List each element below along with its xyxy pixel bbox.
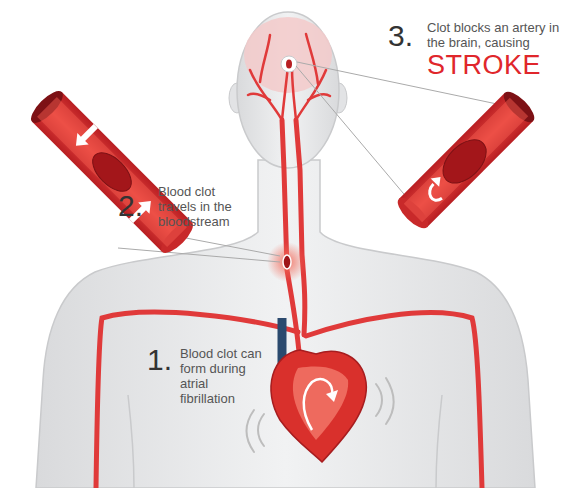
- artery-branch: [248, 94, 270, 100]
- callout-number: 3.: [388, 20, 428, 52]
- motion-arrow: [70, 120, 101, 151]
- blood-clot: [286, 60, 292, 69]
- vessel-closeup: [393, 87, 539, 233]
- vibration-arc: [247, 410, 255, 452]
- heartbeat-arcs: [247, 378, 394, 452]
- blood-clot: [283, 255, 291, 269]
- vessel-lumen: [404, 98, 528, 222]
- heart: [271, 318, 366, 462]
- stroke-heading: STROKE: [427, 50, 557, 80]
- vessel-wall: [399, 93, 533, 227]
- callout-text: Blood clot can form during atrial fibril…: [180, 346, 264, 406]
- blocked-flow-arrow: [426, 184, 445, 203]
- artery-branch: [260, 35, 270, 82]
- vibration-arc: [258, 414, 264, 446]
- artery-branch: [292, 68, 296, 120]
- arteries: [96, 34, 482, 488]
- human-body: [36, 12, 535, 488]
- vessel-closeup: [26, 86, 197, 257]
- heart-shape: [271, 350, 366, 462]
- left-arm-artery: [96, 312, 298, 488]
- blocked-flow-arrowhead: [431, 173, 445, 187]
- leader-line: [296, 66, 414, 206]
- flow-arrow: [304, 379, 332, 430]
- leader-line: [186, 238, 280, 256]
- artery-branch: [308, 94, 330, 100]
- neck-clot: [267, 242, 307, 282]
- clot-glow: [267, 242, 307, 282]
- vibration-arc: [376, 384, 382, 416]
- flow-arrowhead: [326, 390, 338, 402]
- artery-branch: [282, 66, 288, 120]
- leader-line: [118, 248, 280, 262]
- heart-chamber: [293, 367, 348, 441]
- callout-number: 1.: [147, 344, 179, 376]
- head: [237, 12, 339, 168]
- arm-crease: [436, 395, 442, 488]
- callout-text: Clot blocks an artery in the brain, caus…: [427, 20, 563, 50]
- right-arm-artery: [306, 313, 482, 488]
- brain-arteries: [248, 34, 330, 120]
- clot-marker: [281, 56, 297, 72]
- arm-crease: [128, 395, 134, 488]
- callout-text: Blood clot travels in the bloodstream: [158, 184, 250, 229]
- brain-clot: [281, 56, 297, 72]
- callout-number: 2.: [118, 190, 158, 222]
- vibration-arc: [386, 378, 394, 424]
- artery-branch: [306, 34, 318, 84]
- right-carotid: [296, 120, 305, 335]
- blood-clot: [435, 132, 494, 191]
